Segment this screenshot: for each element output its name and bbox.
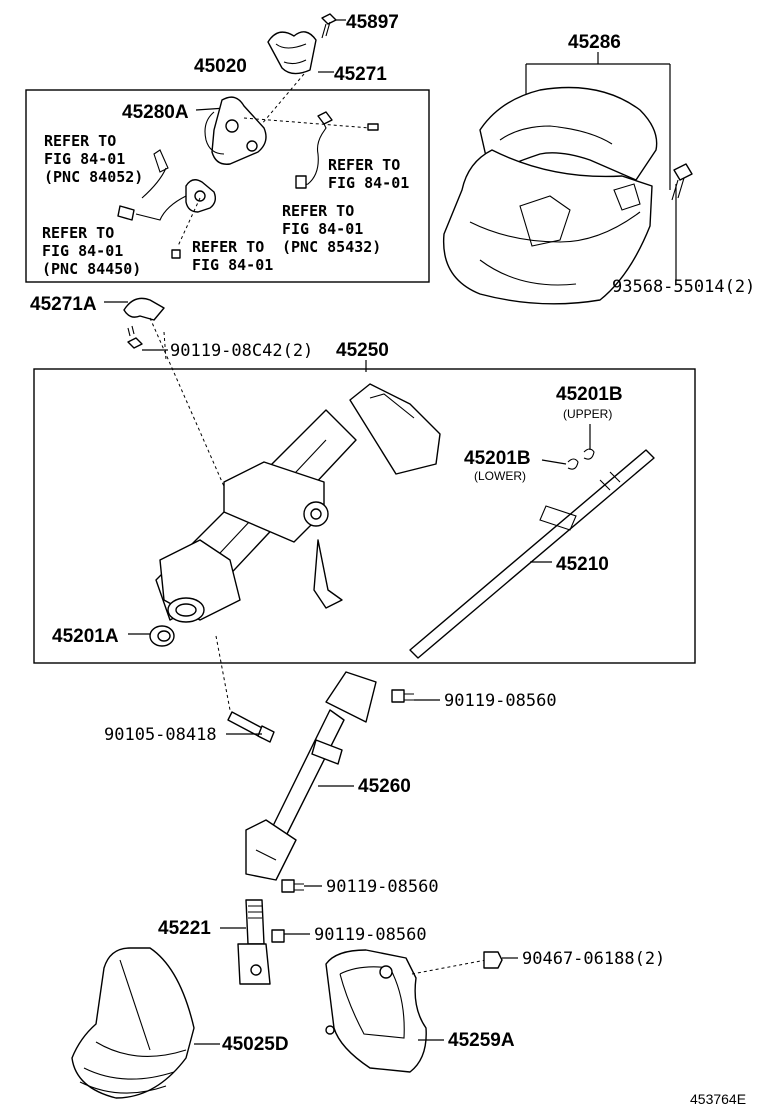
label-45271: 45271	[334, 64, 387, 85]
ref-1-line-1: REFER TO	[44, 132, 116, 150]
label-45201B-upper: 45201B	[556, 384, 623, 405]
label-45221: 45221	[158, 918, 211, 939]
part-45201B-lower-ring	[567, 458, 579, 470]
part-90467-06188-clip	[483, 951, 503, 969]
label-90119-08560-c: 90119-08560	[314, 925, 427, 945]
label-45020: 45020	[194, 56, 247, 77]
screw-small	[367, 123, 379, 131]
label-lower: (LOWER)	[474, 469, 526, 483]
label-45025D: 45025D	[222, 1034, 289, 1055]
part-45259A-plate	[325, 949, 427, 1073]
part-45260-intermediate-shaft	[245, 671, 377, 881]
label-45259A: 45259A	[448, 1030, 515, 1051]
label-45280A: 45280A	[122, 102, 189, 123]
label-90119-08C42: 90119-08C42(2)	[170, 341, 313, 361]
part-90119-08560-bolt-a	[391, 689, 414, 703]
ref-2-line-1: REFER TO	[328, 156, 400, 174]
ref-2-line-2: FIG 84-01	[328, 174, 409, 192]
part-45271A-bracket	[123, 297, 165, 321]
label-45201B-lower: 45201B	[464, 448, 531, 469]
part-90119-08560-bolt-c	[271, 929, 285, 943]
ref-3-line-2: FIG 84-01	[282, 220, 363, 238]
label-45250: 45250	[336, 340, 389, 361]
figure-code: 453764E	[690, 1091, 746, 1107]
ref-5-line-1: REFER TO	[192, 238, 264, 256]
ref-5-line-2: FIG 84-01	[192, 256, 273, 274]
ref-4-line-2: FIG 84-01	[42, 242, 123, 260]
part-45201B-upper-ring	[583, 448, 595, 460]
label-45210: 45210	[556, 554, 609, 575]
ref-1-line-2: FIG 84-01	[44, 150, 125, 168]
group-box-45020	[25, 89, 430, 283]
part-90119-08560-bolt-b	[281, 879, 304, 893]
part-45897-screw	[321, 13, 337, 39]
label-90119-08560-b: 90119-08560	[326, 877, 439, 897]
ref-1-line-3: (PNC 84052)	[44, 168, 143, 186]
ref-3-line-1: REFER TO	[282, 202, 354, 220]
label-45286: 45286	[568, 32, 621, 53]
part-90105-08418-bolt	[227, 711, 275, 743]
part-90119-08C42-screw	[127, 325, 143, 349]
label-93568-55014: 93568-55014(2)	[612, 277, 755, 297]
part-45271-bracket	[267, 31, 317, 75]
label-45201A: 45201A	[52, 626, 119, 647]
label-90119-08560-a: 90119-08560	[444, 691, 557, 711]
ref-4-line-1: REFER TO	[42, 224, 114, 242]
label-45897: 45897	[346, 12, 399, 33]
part-45210-main-shaft	[409, 449, 655, 659]
group-box-45250	[33, 368, 696, 664]
part-45221-yoke	[237, 899, 271, 985]
label-90467-06188: 90467-06188(2)	[522, 949, 665, 969]
key-cylinder	[185, 179, 217, 213]
label-45271A: 45271A	[30, 294, 97, 315]
part-45201A-bushing	[149, 625, 175, 647]
part-45286-column-cover	[442, 86, 658, 305]
ref-4-line-3: (PNC 84450)	[42, 260, 141, 278]
label-upper: (UPPER)	[563, 407, 612, 421]
label-45260: 45260	[358, 776, 411, 797]
part-93568-screw	[671, 163, 693, 201]
part-45025D-boot	[71, 947, 195, 1099]
part-45280A-switch-body	[204, 96, 267, 165]
part-45250-column-tube	[155, 383, 441, 623]
label-90105-08418: 90105-08418	[104, 725, 217, 745]
ref-6: (PNC 85432)	[282, 238, 381, 256]
